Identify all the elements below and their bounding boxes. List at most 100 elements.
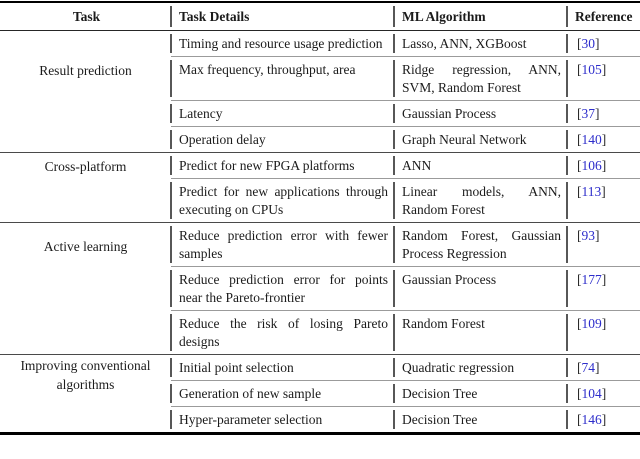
citation-bracket-left: [	[577, 105, 582, 121]
ml-algorithm-text: Quadratic regression	[402, 359, 515, 375]
citation-number: 140	[581, 131, 602, 147]
ml-algorithm-text: Random Forest, Gaussian Process Regressi…	[402, 227, 561, 261]
ml-algorithm-text: Lasso, ANN, XGBoost	[402, 35, 527, 51]
task-details-text: Initial point selection	[179, 359, 294, 375]
table-row: Latency Gaussian Process [37]	[0, 100, 640, 127]
table-row: Cross-platform Predict for new FPGA platf…	[0, 152, 640, 223]
task-details-cell: Hyper-parameter selection	[170, 406, 394, 434]
citation-link[interactable]: [113]	[577, 184, 606, 199]
citation-bracket-left: [	[577, 359, 582, 375]
citation-number: 37	[581, 105, 596, 121]
col-header-task: Task	[0, 2, 171, 31]
citation-bracket-right: ]	[595, 227, 600, 243]
reference-cell: [113]	[566, 178, 640, 223]
reference-cell: [177]	[566, 266, 640, 311]
task-details-cell: Reduce prediction error for points near …	[170, 266, 394, 311]
citation-link[interactable]: [140]	[577, 132, 606, 147]
citation-number: 74	[581, 359, 596, 375]
ml-tasks-table: Task Task Details ML Algorithm Reference…	[0, 1, 640, 435]
col-header-ml-algorithm: ML Algorithm	[393, 2, 567, 31]
task-group-cell: Improving conventional algorithms	[0, 354, 171, 434]
ml-algorithm-text: Graph Neural Network	[402, 131, 527, 147]
col-header-task-details: Task Details	[170, 2, 394, 31]
table-row: Predict for new applications through exe…	[0, 178, 640, 223]
task-details-text: Latency	[179, 105, 223, 121]
task-group-label: Cross-platform	[44, 159, 127, 174]
table-header: Task Task Details ML Algorithm Reference	[0, 2, 640, 31]
reference-cell: [74]	[566, 354, 640, 381]
reference-cell: [106]	[566, 152, 640, 179]
ml-algorithm-cell: Decision Tree	[393, 406, 567, 434]
citation-bracket-left: [	[577, 131, 582, 147]
table-row: Hyper-parameter selection Decision Tree [1…	[0, 406, 640, 434]
citation-link[interactable]: [74]	[577, 360, 600, 375]
reference-cell: [93]	[566, 222, 640, 267]
citation-bracket-left: [	[577, 411, 582, 427]
task-group-cell: Active learning	[0, 222, 171, 355]
citation-link[interactable]: [37]	[577, 106, 600, 121]
ml-algorithm-cell: Random Forest, Gaussian Process Regressi…	[393, 222, 567, 267]
task-details-cell: Operation delay	[170, 126, 394, 153]
citation-number: 93	[581, 227, 596, 243]
citation-bracket-right: ]	[595, 35, 600, 51]
task-details-text: Operation delay	[179, 131, 266, 147]
citation-link[interactable]: [30]	[577, 36, 600, 51]
citation-number: 106	[581, 157, 602, 173]
citation-link[interactable]: [105]	[577, 62, 606, 77]
citation-bracket-right: ]	[601, 131, 607, 147]
task-group-label: Improving conventional algorithms	[20, 358, 151, 392]
task-details-text: Predict for new FPGA platforms	[179, 157, 355, 173]
ml-algorithm-text: Linear models, ANN, Random Forest	[402, 183, 561, 217]
citation-number: 105	[581, 61, 602, 77]
task-group-label: Result prediction	[39, 63, 132, 78]
col-header-reference: Reference	[566, 2, 640, 31]
reference-cell: [140]	[566, 126, 640, 153]
table-row: Reduce the risk of losing Pareto designs…	[0, 310, 640, 355]
citation-bracket-left: [	[577, 61, 582, 77]
task-details-cell: Generation of new sample	[170, 380, 394, 407]
citation-bracket-left: [	[577, 315, 582, 331]
ml-algorithm-cell: Random Forest	[393, 310, 567, 355]
ml-algorithm-text: ANN	[402, 157, 432, 173]
reference-cell: [30]	[566, 30, 640, 57]
citation-bracket-right: ]	[601, 183, 606, 199]
task-details-text: Generation of new sample	[179, 385, 322, 401]
citation-link[interactable]: [177]	[577, 272, 606, 287]
table-row: Operation delay Graph Neural Network [140]	[0, 126, 640, 153]
citation-number: 177	[581, 271, 602, 287]
reference-cell: [104]	[566, 380, 640, 407]
task-details-text: Reduce the risk of losing Pareto designs	[179, 315, 388, 349]
reference-cell: [37]	[566, 100, 640, 127]
citation-bracket-left: [	[577, 385, 582, 401]
citation-link[interactable]: [106]	[577, 158, 606, 173]
citation-number: 109	[581, 315, 602, 331]
reference-cell: [146]	[566, 406, 640, 434]
task-details-cell: Timing and resource usage prediction	[170, 30, 394, 57]
table-body: Result prediction Timing and resource usa…	[0, 30, 640, 434]
citation-bracket-right: ]	[601, 157, 607, 173]
task-details-cell: Max frequency, throughput, area	[170, 56, 394, 101]
ml-algorithm-text: Ridge regression, ANN, SVM, Random Fores…	[402, 61, 561, 95]
ml-algorithm-text: Decision Tree	[402, 385, 478, 401]
ml-algorithm-text: Decision Tree	[402, 411, 478, 427]
ml-algorithm-cell: Ridge regression, ANN, SVM, Random Fores…	[393, 56, 567, 101]
ml-algorithm-cell: Gaussian Process	[393, 100, 567, 127]
citation-link[interactable]: [104]	[577, 386, 606, 401]
citation-bracket-left: [	[577, 157, 582, 173]
citation-link[interactable]: [93]	[577, 228, 600, 243]
citation-link[interactable]: [146]	[577, 412, 606, 427]
ml-algorithm-cell: Decision Tree	[393, 380, 567, 407]
ml-algorithm-cell: Lasso, ANN, XGBoost	[393, 30, 567, 57]
citation-bracket-right: ]	[601, 315, 607, 331]
citation-link[interactable]: [109]	[577, 316, 606, 331]
task-details-text: Timing and resource usage prediction	[179, 35, 383, 51]
citation-number: 104	[581, 385, 602, 401]
citation-bracket-left: [	[577, 35, 582, 51]
citation-number: 146	[581, 411, 602, 427]
table-row: Generation of new sample Decision Tree [10…	[0, 380, 640, 407]
citation-bracket-right: ]	[601, 411, 607, 427]
ml-algorithm-text: Gaussian Process	[402, 271, 497, 287]
ml-algorithm-text: Random Forest	[402, 315, 485, 331]
task-details-text: Reduce prediction error for points near …	[179, 271, 388, 305]
